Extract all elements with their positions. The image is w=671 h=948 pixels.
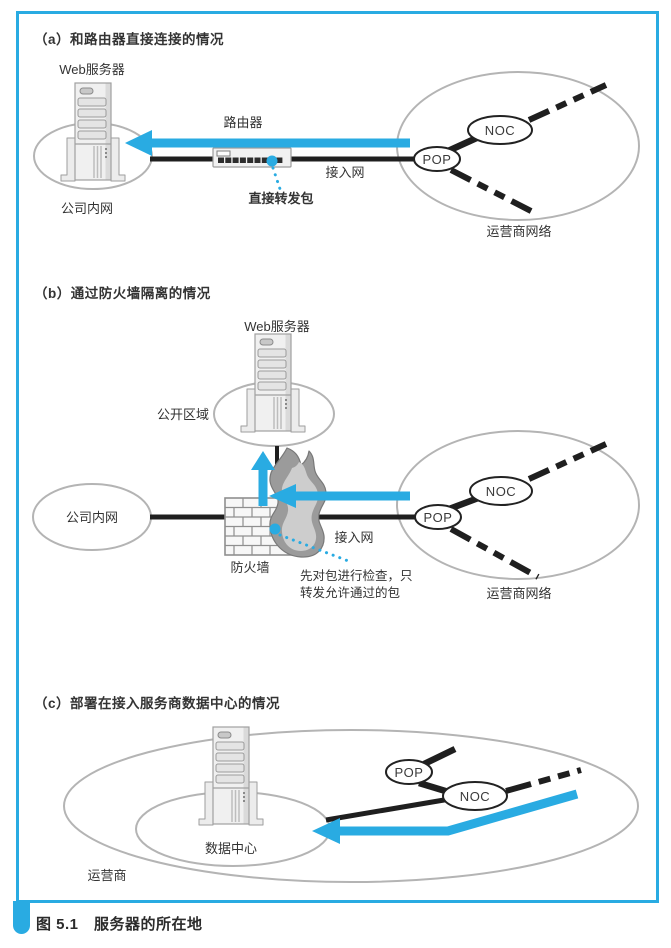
datacenter-label: 数据中心	[204, 841, 258, 856]
carrier-label: 运营商	[87, 868, 127, 883]
isp-network-ellipse-a	[396, 71, 640, 221]
noc-label-b: NOC	[485, 484, 517, 499]
firewall-note-line1: 先对包进行检查，只	[300, 569, 413, 583]
pop-label-a: POP	[422, 152, 452, 167]
flow-arrow-c	[312, 789, 579, 844]
backbone-dash-noc-a	[527, 82, 608, 123]
panel-b	[32, 333, 640, 580]
firewall-label: 防火墙	[230, 560, 270, 575]
flow-arrow-a	[125, 130, 410, 156]
noc-label-a: NOC	[484, 123, 516, 138]
pop-node-b	[414, 504, 462, 530]
noc-label-c: NOC	[459, 789, 491, 804]
backbone-dash-pop-a	[449, 167, 535, 215]
firewall-note-line2: 转发允许通过的包	[300, 586, 401, 600]
isp-network-label-a: 运营商网络	[486, 224, 552, 239]
section-b-title: （b）通过防火墙隔离的情况	[34, 286, 211, 301]
isp-network-ellipse-b	[396, 430, 640, 580]
pop-label-b: POP	[423, 510, 453, 525]
router-label: 路由器	[223, 115, 263, 130]
packet-leader-a	[271, 166, 282, 191]
isp-network-label-b: 运营商网络	[486, 586, 552, 601]
web-server-label-b: Web服务器	[244, 319, 310, 334]
packet-dot-icon-b	[269, 523, 281, 535]
access-network-label-a: 接入网	[325, 165, 365, 180]
section-c-title: （c）部署在接入服务商数据中心的情况	[34, 696, 281, 711]
backbone-dash-pop-b	[449, 526, 540, 580]
carrier-ellipse-c	[63, 729, 639, 883]
company-lan-label-b: 公司内网	[65, 510, 119, 525]
router-icon	[212, 147, 292, 168]
direct-forward-label: 直接转发包	[248, 191, 314, 206]
noc-node-b	[469, 476, 533, 506]
packet-leader-b	[278, 533, 353, 564]
pop-label-c: POP	[394, 765, 424, 780]
pop-node-a	[413, 146, 461, 172]
public-area-label: 公开区域	[156, 407, 210, 422]
section-a-title: （a）和路由器直接连接的情况	[34, 32, 225, 47]
noc-node-a	[467, 115, 533, 145]
flow-arrow-b-in	[269, 484, 410, 508]
datacenter-line-c	[325, 796, 451, 823]
backbone-line-pop-c	[422, 746, 457, 767]
flow-arrow-b-up	[251, 451, 275, 506]
web-server-label-a: Web服务器	[59, 62, 125, 77]
packet-dot-icon-a	[266, 155, 278, 167]
panel-c	[63, 726, 639, 883]
figure-caption-tab	[13, 901, 30, 934]
company-lan-label-a: 公司内网	[60, 201, 114, 216]
pop-node-c	[385, 759, 433, 785]
backbone-dash-noc-c	[505, 767, 582, 794]
backbone-dash-noc-b	[527, 441, 608, 482]
panel-a	[33, 71, 640, 221]
noc-node-c	[442, 781, 508, 811]
flame-icon	[269, 447, 327, 558]
access-network-label-b: 接入网	[334, 530, 374, 545]
figure-caption: 图 5.1 服务器的所在地	[36, 916, 203, 933]
